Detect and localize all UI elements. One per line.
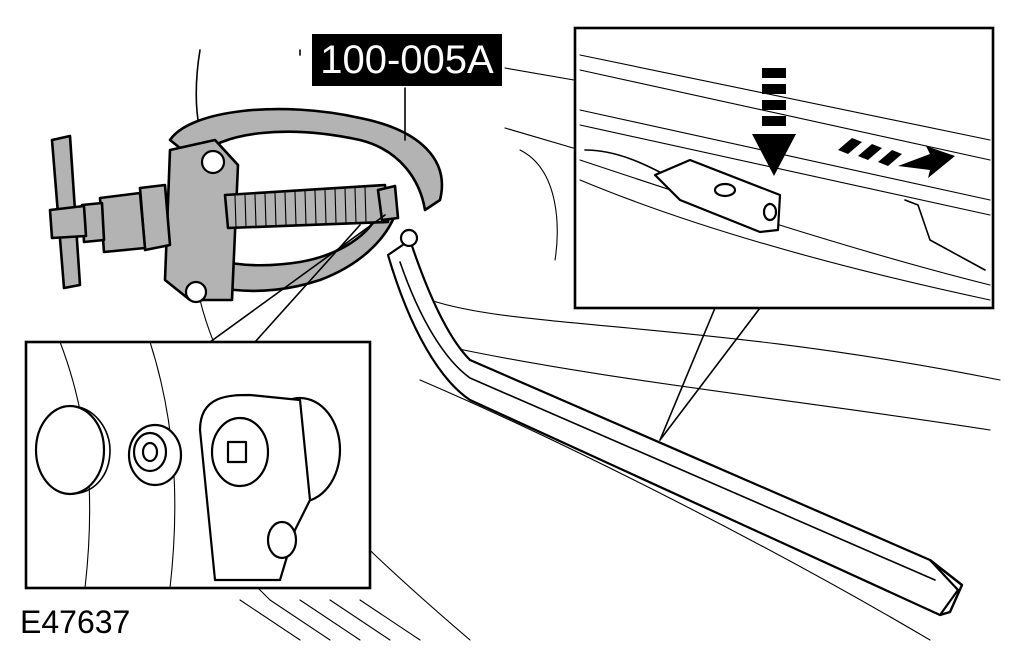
cap-icon [34,404,111,496]
tool-number-label: 100-005A [312,34,502,86]
figure-id: E47637 [20,604,131,640]
hatched-down-arrow-icon [752,68,796,176]
nut-icon [127,423,183,487]
wiper-arm [386,228,964,617]
hatched-right-arrow-icon [838,138,955,178]
puller-tool [48,49,444,304]
clip-icon [653,158,782,234]
detail-inset-clip [573,26,995,441]
spindle-thread [234,186,367,228]
arm-pivot [198,393,342,582]
detail-inset-nut [24,214,386,590]
